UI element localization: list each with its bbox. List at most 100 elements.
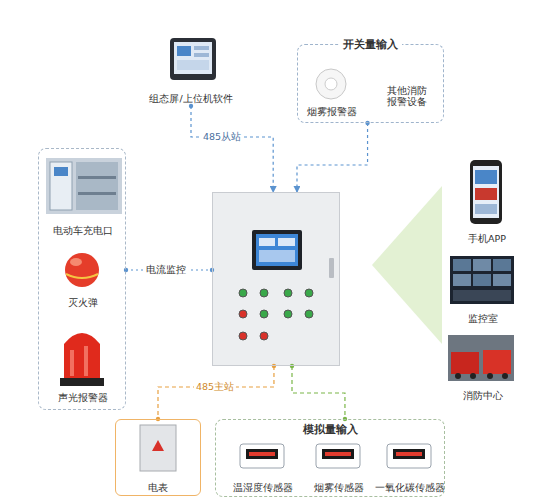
node-label: 消防中心: [463, 390, 503, 401]
photo-ground: [448, 335, 514, 381]
screen-node: 组态屏/上位机软件: [136, 36, 246, 106]
node-label: 烟雾报警器: [307, 106, 357, 117]
monitor: [453, 274, 471, 286]
dashed-connector: [158, 366, 274, 419]
connector-dot: [290, 364, 294, 368]
button-green: [260, 310, 268, 318]
wheel: [487, 373, 493, 379]
fire-ball-icon: [65, 253, 99, 287]
sensor-node: 温湿度传感器: [229, 441, 297, 495]
smoke-alarm-icon: [316, 69, 346, 99]
smoke-alarm-node: 烟雾报警器: [301, 63, 363, 119]
switch-input-group: 开关量输入烟雾报警器其他消防报警设备: [297, 44, 444, 123]
charging-port-photo: [46, 158, 122, 214]
ball-shine: [70, 258, 82, 266]
screen-block: [194, 46, 209, 50]
alarm-body: [316, 69, 346, 99]
sensor-node: 烟雾传感器: [306, 441, 372, 495]
signal-wedge: [372, 186, 442, 344]
photo-ground: [46, 158, 122, 214]
cable-rack-line: [78, 192, 116, 195]
light-stripe: [70, 350, 74, 376]
alarm-light-node: 声光报警器: [43, 321, 123, 405]
screen-block: [194, 53, 209, 57]
control-cabinet: [212, 192, 340, 366]
monitor: [493, 274, 511, 286]
connector-label: 485主站: [194, 381, 236, 392]
charger-screen: [54, 167, 68, 176]
meter-box: [140, 425, 176, 471]
button-green: [260, 289, 268, 297]
screen-block: [177, 46, 191, 56]
monitor: [493, 259, 511, 271]
node-label: 电表: [148, 482, 168, 493]
monitor: [473, 259, 491, 271]
sensor-body: [240, 444, 284, 468]
node-label: 开关量输入: [339, 38, 402, 51]
cabinet-screen: [252, 230, 302, 270]
sensor-digits: [396, 452, 422, 456]
connector-dot: [124, 268, 128, 272]
sensor-digits: [249, 452, 275, 456]
fire-center-node: 消防中心: [444, 333, 522, 403]
charger-panel: [50, 162, 72, 210]
sensor-digits: [325, 452, 351, 456]
screen-block: [177, 60, 209, 70]
monitor-room-node: 监控室: [446, 254, 520, 326]
warning-sign: [152, 440, 164, 451]
phone-app-node: 手机APP: [450, 158, 524, 246]
node-label: 其他消防报警设备: [383, 85, 431, 108]
fire-truck: [451, 352, 479, 374]
sensor-body: [316, 444, 360, 468]
cabinet-screen-face: [256, 234, 298, 266]
phone-screen: [473, 166, 499, 218]
monitor-wall: [450, 256, 514, 304]
charging-port-node: 电动车充电口: [43, 156, 123, 238]
screen-block: [278, 238, 295, 246]
sensor-icons: [240, 444, 431, 468]
node-label: 烟雾传感器: [314, 482, 364, 493]
fire-ball-node: 灭火弹: [43, 246, 123, 310]
touch-screen-icon: [170, 38, 216, 80]
connector-label: 485从站: [201, 131, 243, 142]
phone-block: [475, 204, 497, 214]
ball: [65, 253, 99, 287]
screen-block: [259, 238, 275, 246]
other-alarm-node: 其他消防报警设备: [381, 79, 433, 113]
monitor: [453, 259, 471, 271]
sensor-body: [387, 444, 431, 468]
button-green: [305, 289, 313, 297]
phone-block: [475, 170, 497, 184]
cable-rack-line: [78, 176, 116, 179]
node-label: 监控室: [468, 313, 498, 324]
desk: [453, 290, 511, 301]
dashed-connector: [191, 106, 273, 192]
wheel: [470, 373, 476, 379]
button-green: [305, 310, 313, 318]
dashed-connector: [297, 123, 368, 192]
phone-icon: [470, 160, 502, 224]
analog-input-group: 模拟量输入温湿度传感器 烟雾传感器一氧化碳传感器: [215, 419, 445, 497]
node-label: 电动车充电口: [53, 225, 113, 236]
node-label: 一氧化碳传感器: [375, 482, 445, 493]
button-green: [239, 289, 247, 297]
connector-label: 电流监控: [144, 264, 188, 275]
button-green: [284, 310, 292, 318]
node-label: 组态屏/上位机软件: [149, 93, 232, 104]
light-base: [60, 378, 104, 386]
screen-face: [174, 42, 212, 74]
screen-frame: [170, 38, 216, 80]
fire-truck: [483, 350, 511, 374]
button-red: [260, 332, 268, 340]
node-label: 声光报警器: [58, 392, 108, 403]
node-label: 模拟量输入: [299, 423, 362, 436]
connector-dot: [189, 104, 193, 108]
button-green: [284, 289, 292, 297]
node-label: 手机APP: [468, 233, 506, 244]
sensor-display: [393, 449, 425, 459]
node-label: 温湿度传感器: [233, 482, 293, 493]
connector-dot: [365, 121, 369, 125]
meter-node: 电表: [115, 419, 201, 496]
